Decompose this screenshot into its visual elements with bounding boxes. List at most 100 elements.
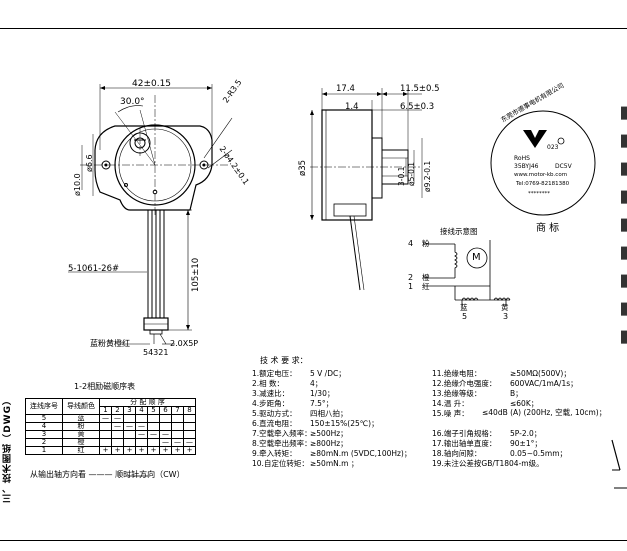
wiring-title: 接线示意图	[440, 227, 478, 236]
spec-item: 9.牵入转矩：≥80mN.m (5VDC,100Hz)；	[252, 449, 412, 458]
seq-mark: +	[135, 446, 148, 455]
dim-shaft: ø5-0.1	[407, 162, 416, 186]
seq-mark	[147, 414, 160, 423]
spec-item: 4.步距角：7.5°；	[252, 399, 334, 408]
seq-row-no: 1	[25, 446, 63, 455]
spec-item: 3.减速比：1/30；	[252, 389, 335, 398]
seq-step-header: 4	[135, 406, 148, 415]
right-edge-text: █████████	[621, 107, 627, 344]
dim-a: 1.4	[345, 102, 359, 112]
dim-flat: 3-0.1	[397, 166, 406, 186]
wire2-num: 2	[408, 273, 414, 282]
seq-step-header: 3	[123, 406, 136, 415]
spec-item: 7.空载牵入频率：≥500Hz；	[252, 429, 348, 438]
wiring-diagram	[424, 240, 511, 306]
dim-left-a: ø6.6	[85, 154, 94, 172]
spec-item: 15.噪 声：≤40dB (A) (200Hz, 空载, 10cm)；	[432, 408, 607, 418]
wire2-color: 橙	[422, 273, 430, 282]
spec-item: 17.输出轴单直度：90±1°；	[432, 439, 542, 448]
dim-width: 42±0.15	[132, 79, 172, 89]
brand-title: 商 标	[536, 223, 560, 234]
front-view	[68, 84, 233, 345]
motor-symbol: M	[472, 252, 481, 263]
top-border	[0, 0, 627, 29]
bottom3-num: 3	[503, 312, 509, 321]
direction-note: 从输出轴方向看 ——— 顺时针方向（CW）	[30, 470, 185, 479]
sequence-title: 1-2相励磁顺序表	[74, 382, 136, 391]
wire1-num: 1	[408, 282, 414, 291]
spec-item: 16.端子引角规格：5P-2.0；	[432, 429, 542, 438]
seq-mark	[123, 430, 136, 439]
label-year: 023	[547, 144, 559, 151]
wire4-num: 4	[408, 239, 414, 248]
spec-item: 18.轴向间隙：0.05~0.5mm；	[432, 449, 568, 458]
side-view	[310, 88, 423, 291]
spec-item: 10.自定位转矩：≥50mN.m ；	[252, 459, 359, 468]
seq-step-header: 8	[183, 406, 196, 415]
seq-mark	[183, 414, 196, 423]
spec-item: 14.温 升：≤60K；	[432, 399, 539, 408]
seq-mark: +	[183, 446, 196, 455]
spec-item: 8.空载牵出频率：≥800Hz；	[252, 439, 348, 448]
seq-mark: —	[147, 430, 160, 439]
seq-mark: +	[147, 446, 160, 455]
seq-mark: —	[123, 422, 136, 431]
seq-mark	[171, 422, 184, 431]
spec-item: 2.相 数：4；	[252, 379, 323, 388]
seq-col-no: 连线序号	[25, 398, 63, 415]
seq-row-color: 红	[62, 446, 100, 455]
seq-mark	[183, 422, 196, 431]
wire-colors: 蓝粉黄橙红	[90, 339, 130, 348]
seq-mark: +	[123, 446, 136, 455]
spec-item: 5.驱动方式：四相八拍；	[252, 409, 348, 418]
seq-mark: +	[99, 446, 112, 455]
bottom5-num: 5	[462, 312, 468, 321]
dim-shaft-len: 11.5±0.5	[400, 84, 440, 94]
wire4-color: 粉	[422, 239, 430, 248]
wire-length: 105±10	[191, 257, 201, 292]
label-rohs: RoHS	[514, 155, 530, 162]
specs-title: 技 术 要 求：	[260, 356, 308, 365]
label-url: www.motor-kb.com	[514, 172, 568, 178]
bottom5-color: 蓝	[460, 303, 468, 312]
seq-mark	[171, 414, 184, 423]
connector-pins: 54321	[143, 348, 169, 357]
seq-mark: —	[135, 430, 148, 439]
spec-item: 19.未注公差按GB/T1804-m级。	[432, 459, 544, 468]
seq-steps-header: 分 配 顺 序	[99, 398, 196, 407]
seq-mark	[111, 430, 124, 439]
spec-item: 13.绝缘等级：B；	[432, 389, 523, 398]
connector-type: 2.0X5P	[170, 339, 199, 348]
bottom3-color: 黄	[501, 303, 509, 312]
dim-boss: ø9.2-0.1	[423, 160, 432, 192]
seq-mark: —	[99, 414, 112, 423]
seq-step-header: 5	[147, 406, 160, 415]
bottom-border	[0, 540, 627, 541]
dim-overall: 17.4	[336, 84, 355, 94]
spec-item: 1.额定电压：5 V /DC；	[252, 369, 346, 378]
dim-b: 6.5±0.3	[400, 102, 435, 112]
dim-angle: 30.0°	[120, 97, 145, 107]
seq-mark	[99, 422, 112, 431]
seq-step-header: 7	[171, 406, 184, 415]
spec-item: 6.直流电阻：150±15%(25℃)；	[252, 419, 379, 428]
seq-mark: —	[111, 422, 124, 431]
seq-col-color: 导线颜色	[62, 398, 100, 415]
label-serial: ********	[528, 191, 550, 197]
brand-label	[490, 110, 596, 216]
wire-spec: 5-1061-26#	[68, 264, 120, 274]
label-model: 35BYJ46	[514, 163, 539, 170]
label-tel: Tel:0769-82181380	[516, 181, 570, 187]
seq-mark: +	[111, 446, 124, 455]
spec-item: 11.绝缘电阻：≥50MΩ(500V)；	[432, 369, 571, 378]
wire1-color: 红	[422, 282, 430, 291]
label-voltage: DC5V	[555, 163, 572, 170]
